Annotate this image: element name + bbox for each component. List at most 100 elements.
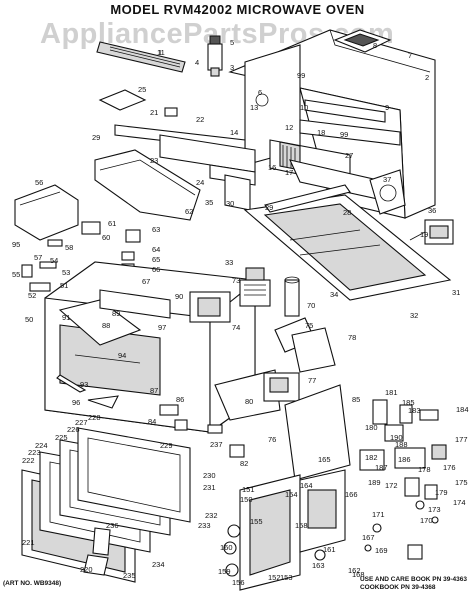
part-callout-25: 25 [138, 85, 146, 94]
cover-78[interactable] [291, 327, 336, 373]
bottom-rail[interactable] [264, 184, 351, 213]
part-callout-85: 85 [352, 395, 360, 404]
part-callout-70: 70 [307, 301, 315, 310]
door-panel-inner[interactable] [77, 427, 191, 523]
part-callout-6: 6 [258, 88, 262, 97]
part-callout-3: 3 [230, 63, 234, 72]
part-callout-237: 237 [210, 440, 223, 449]
part-callout-186: 186 [398, 455, 411, 464]
probe[interactable] [56, 374, 119, 409]
part-callout-62: 62 [185, 207, 193, 216]
part-callout-228: 228 [88, 413, 101, 422]
hardware-bits[interactable] [314, 409, 439, 561]
part-callout-185: 185 [402, 398, 415, 407]
part-callout-28: 28 [343, 208, 351, 217]
shelf-bracket[interactable] [299, 99, 401, 146]
cookbook: COOKBOOK PN 39-4368 [359, 584, 436, 591]
part-callout-173: 173 [428, 505, 441, 514]
part-callout-54: 54 [50, 256, 58, 265]
part-callout-8: 8 [373, 41, 377, 50]
part-callout-220: 220 [80, 565, 93, 574]
part-callout-63: 63 [152, 225, 160, 234]
part-callout-51: 51 [60, 281, 68, 290]
part-callout-151: 151 [242, 485, 255, 494]
small-parts-84[interactable] [159, 404, 245, 458]
part-callout-234: 234 [152, 560, 165, 569]
control-board[interactable] [299, 469, 346, 553]
part-callout-165: 165 [318, 455, 331, 464]
small-hardware[interactable] [21, 239, 63, 292]
part-callout-97: 97 [158, 323, 166, 332]
air-duct-housing[interactable] [289, 159, 406, 215]
part-callout-66: 66 [152, 265, 160, 274]
part-callout-223: 223 [28, 448, 41, 457]
part-callout-65: 65 [152, 255, 160, 264]
part-callout-7: 7 [408, 51, 412, 60]
waveguide-assembly[interactable] [189, 291, 231, 323]
vent-grille-strip[interactable] [96, 41, 186, 73]
part-callout-16: 16 [268, 163, 276, 172]
air-duct-62[interactable] [94, 149, 201, 221]
part-callout-80: 80 [245, 397, 253, 406]
lamp-socket[interactable] [164, 107, 178, 117]
part-callout-229: 229 [160, 441, 173, 450]
part-callout-58: 58 [65, 243, 73, 252]
part-callout-14: 14 [230, 128, 238, 137]
part-callout-152: 152 [268, 573, 281, 582]
part-callout-4: 4 [195, 58, 199, 67]
part-callout-53: 53 [62, 268, 70, 277]
part-callout-18: 18 [317, 128, 325, 137]
control-panel[interactable] [239, 474, 301, 591]
part-callout-187: 187 [375, 463, 388, 472]
small-cover-plate[interactable] [98, 89, 147, 111]
part-callout-67: 67 [142, 277, 150, 286]
part-callout-12: 12 [285, 123, 293, 132]
part-callout-233: 233 [198, 521, 211, 530]
part-callout-179: 179 [435, 488, 448, 497]
part-callout-174: 174 [453, 498, 466, 507]
part-callout-227: 227 [75, 418, 88, 427]
part-callout-21: 21 [150, 108, 158, 117]
part-callout-163: 163 [312, 561, 325, 570]
part-callout-77: 77 [308, 376, 316, 385]
part-callout-24: 24 [196, 178, 204, 187]
top-vent-part[interactable] [333, 29, 392, 53]
part-callout-170: 170 [420, 516, 433, 525]
part-callout-232: 232 [205, 511, 218, 520]
part-callout-159: 159 [218, 567, 231, 576]
part-callout-96: 96 [72, 398, 80, 407]
part-callout-226: 226 [67, 425, 80, 434]
part-callout-178: 178 [418, 465, 431, 474]
part-callout-184: 184 [456, 405, 469, 414]
capacitor[interactable] [284, 276, 300, 317]
switch-cluster[interactable] [359, 399, 447, 500]
blower-housing[interactable] [14, 184, 79, 241]
part-callout-75: 75 [305, 321, 313, 330]
part-callout-57: 57 [34, 253, 42, 262]
part-callout-29: 29 [265, 203, 273, 212]
door-handle[interactable] [83, 527, 111, 576]
part-callout-84: 84 [148, 417, 156, 426]
part-callout-93: 93 [80, 380, 88, 389]
cavity-panel-91[interactable] [58, 299, 142, 346]
part-callout-236: 236 [106, 521, 119, 530]
transformer[interactable] [409, 219, 454, 245]
stirrer-cover[interactable] [99, 289, 171, 319]
part-callout-162: 162 [348, 566, 361, 575]
part-callout-5: 5 [230, 38, 234, 47]
part-callout-33: 33 [225, 258, 233, 267]
timer-assembly[interactable] [263, 372, 300, 402]
magnetron[interactable] [239, 267, 271, 307]
part-callout-56: 56 [35, 178, 43, 187]
art-number: (ART NO. WB9348) [3, 580, 62, 587]
side-panel[interactable] [284, 384, 351, 481]
part-callout-35: 35 [205, 198, 213, 207]
part-callout-36: 36 [428, 206, 436, 215]
part-callout-167: 167 [362, 533, 375, 542]
latch-assembly[interactable] [207, 35, 223, 77]
part-callout-32: 32 [410, 311, 418, 320]
part-callout-90: 90 [175, 292, 183, 301]
knobs[interactable] [223, 524, 241, 577]
part-callout-153: 153 [280, 573, 293, 582]
part-callout-176: 176 [443, 463, 456, 472]
